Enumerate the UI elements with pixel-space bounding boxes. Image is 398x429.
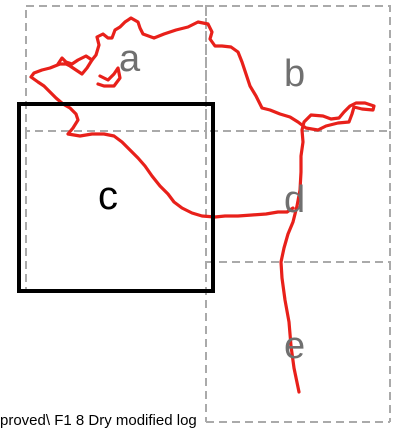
grid bbox=[25, 5, 391, 423]
region-label-d: d bbox=[284, 179, 306, 221]
grid-cell-a bbox=[25, 5, 207, 132]
footer-caption: proved\ F1 8 Dry modified log bbox=[0, 412, 197, 429]
route-track bbox=[29, 16, 376, 394]
region-label-e: e bbox=[284, 325, 306, 367]
route-track-loop bbox=[56, 54, 122, 88]
edge-tick bbox=[17, 194, 21, 200]
grid-cell-b bbox=[205, 5, 391, 132]
region-label-c: c bbox=[98, 174, 118, 218]
region-label-b: b bbox=[284, 53, 306, 95]
region-label-a: a bbox=[119, 38, 141, 80]
